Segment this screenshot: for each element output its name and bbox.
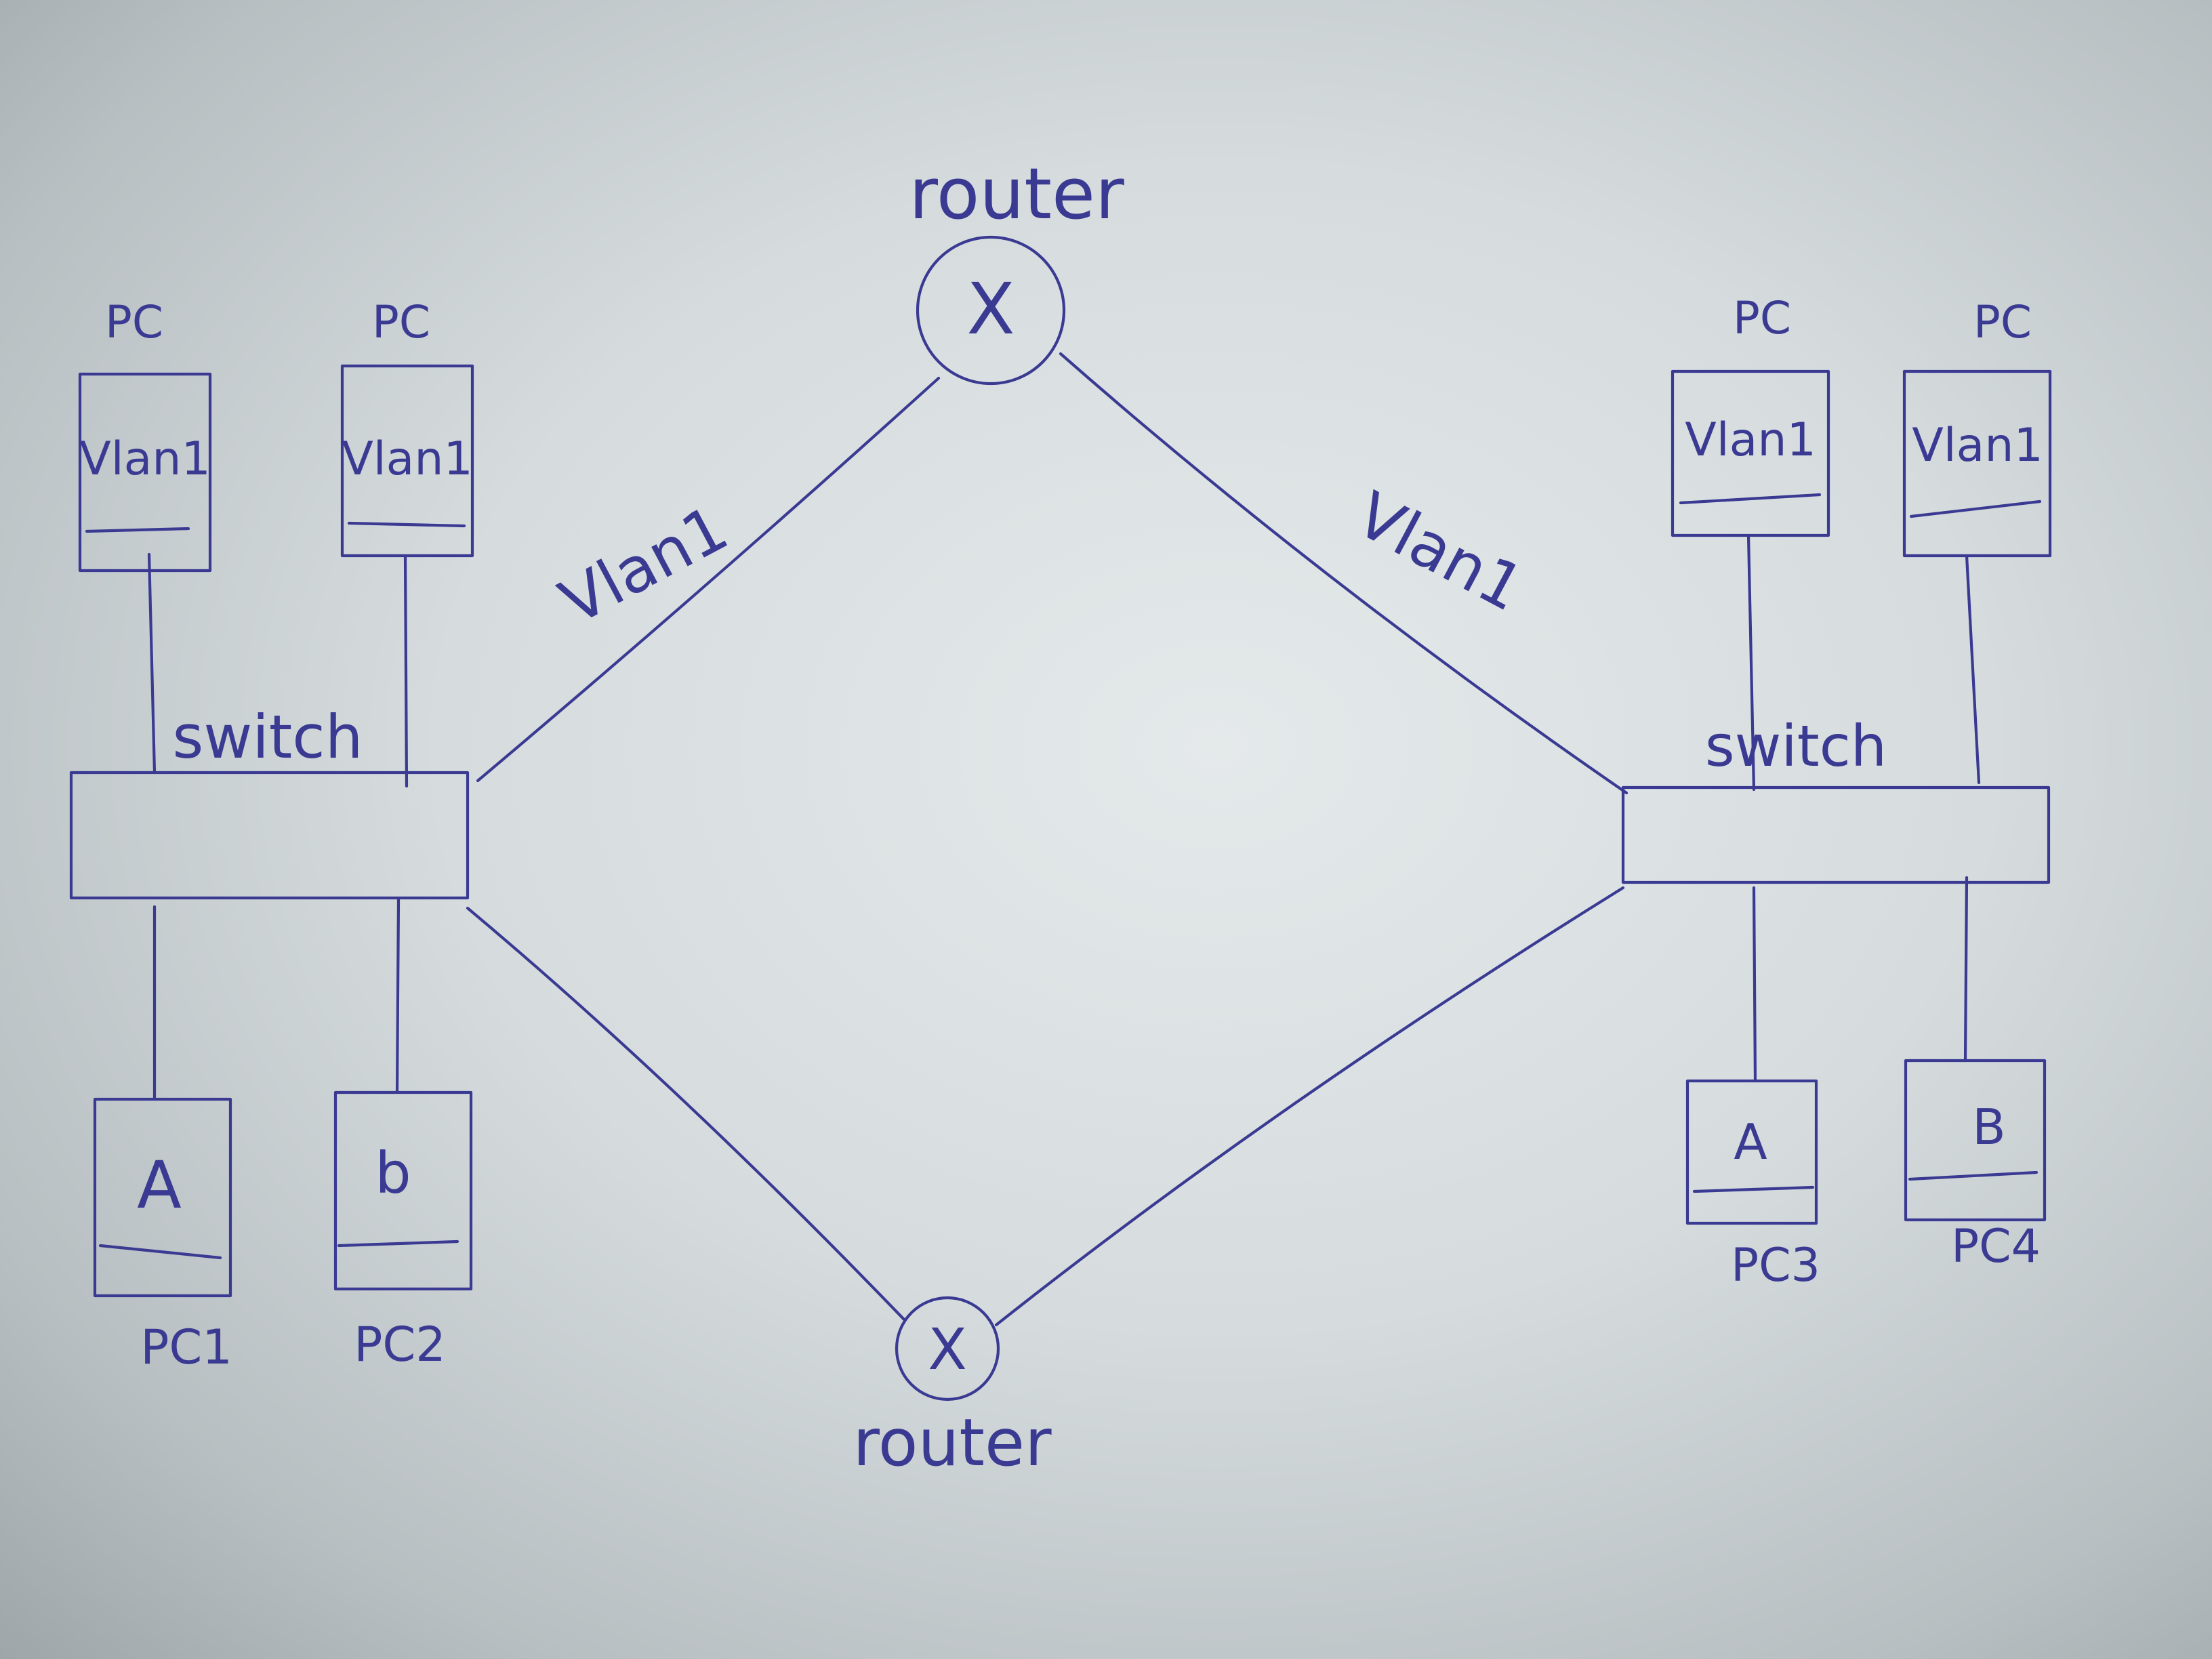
router-top-circle (916, 235, 1066, 386)
right-pc-bottom-2: B PC4 (1904, 1059, 2047, 1273)
switch-left: switch (69, 702, 470, 900)
link-label-left-top: Vlan1 (549, 492, 739, 639)
left-pc-top-2-text: Vlan1 (342, 432, 472, 486)
right-pc-bottom-1-box (1685, 1079, 1818, 1225)
right-pc-bottom-1-text: A (1734, 1113, 1767, 1170)
left-pc-bottom-2-box (333, 1090, 473, 1291)
right-pc-top-1-box (1671, 369, 1830, 537)
cable-right-pc-top-1 (1746, 533, 1756, 792)
right-pc-bottom-2-box (1904, 1059, 2047, 1222)
left-pc-top-1-text: Vlan1 (79, 432, 210, 486)
switch-right-box (1621, 785, 2051, 884)
left-pc-bottom-1-caption: PC1 (140, 1319, 232, 1375)
left-pc-bottom-1-underline (98, 1244, 222, 1260)
router-bottom-symbol: X (928, 1316, 967, 1382)
link-left-switch-top-router (476, 376, 941, 783)
right-pc-top-1-text: Vlan1 (1685, 413, 1816, 467)
cable-left-pc-bottom-2 (395, 898, 401, 1093)
right-pc-top-1-caption: PC (1733, 292, 1791, 344)
left-pc-top-2-caption: PC (372, 296, 430, 348)
left-pc-bottom-2: b PC2 (333, 1090, 473, 1372)
left-pc-bottom-2-caption: PC2 (354, 1317, 446, 1372)
right-pc-top-2-underline (1909, 499, 2042, 518)
right-pc-top-2-text: Vlan1 (1912, 419, 2043, 472)
right-pc-bottom-2-caption: PC4 (1951, 1220, 2041, 1273)
right-pc-top-1: PC Vlan1 (1671, 292, 1830, 537)
cable-right-pc-bottom-2 (1963, 876, 1969, 1063)
left-pc-top-2-underline (347, 521, 466, 528)
left-pc-bottom-1-text: A (137, 1147, 182, 1223)
cable-left-pc-top-2 (403, 554, 409, 788)
switch-right-label: switch (1705, 713, 1887, 779)
connections (147, 352, 1981, 1327)
link-bottom-router-right-switch (994, 886, 1625, 1327)
cable-right-pc-top-2 (1965, 554, 1981, 785)
left-pc-top-2-box (340, 364, 474, 558)
left-pc-top-1-caption: PC (105, 296, 163, 348)
left-pc-bottom-1-box (93, 1097, 232, 1298)
right-pc-bottom-2-underline (1908, 1170, 2039, 1181)
router-top: X router (909, 152, 1124, 386)
right-pc-bottom-1-caption: PC3 (1731, 1239, 1820, 1292)
link-top-router-right-switch (1059, 352, 1629, 795)
cable-left-pc-top-1 (147, 552, 157, 775)
right-pc-bottom-1-underline (1692, 1185, 1815, 1193)
left-pc-top-1-box (78, 372, 212, 573)
right-pc-bottom-2-text: B (1972, 1099, 2005, 1155)
right-pc-top-2-caption: PC (1973, 296, 2032, 348)
left-pc-bottom-1: A PC1 (93, 1097, 232, 1375)
router-top-label: router (909, 152, 1124, 235)
router-bottom-circle (895, 1296, 1000, 1401)
left-pc-top-2: PC Vlan1 (340, 296, 474, 558)
router-bottom: X router (853, 1296, 1052, 1481)
left-pc-bottom-2-text: b (375, 1140, 411, 1206)
link-left-switch-bottom-router (466, 906, 907, 1322)
right-pc-top-2-box (1902, 369, 2052, 558)
router-bottom-label: router (853, 1405, 1052, 1481)
left-pc-bottom-2-underline (337, 1240, 459, 1248)
right-pc-top-2: PC Vlan1 (1902, 296, 2052, 558)
link-label-right-top: Vlan1 (1345, 478, 1535, 626)
right-pc-top-1-underline (1679, 493, 1822, 505)
router-top-symbol: X (966, 268, 1015, 350)
left-pc-top-1: PC Vlan1 (78, 296, 212, 573)
switch-left-label: switch (173, 702, 363, 772)
right-pc-bottom-1: A PC3 (1685, 1079, 1820, 1292)
switch-left-box (69, 771, 470, 900)
left-pc-top-1-underline (85, 527, 190, 533)
switch-right: switch (1621, 713, 2051, 884)
cable-right-pc-bottom-1 (1752, 886, 1757, 1083)
